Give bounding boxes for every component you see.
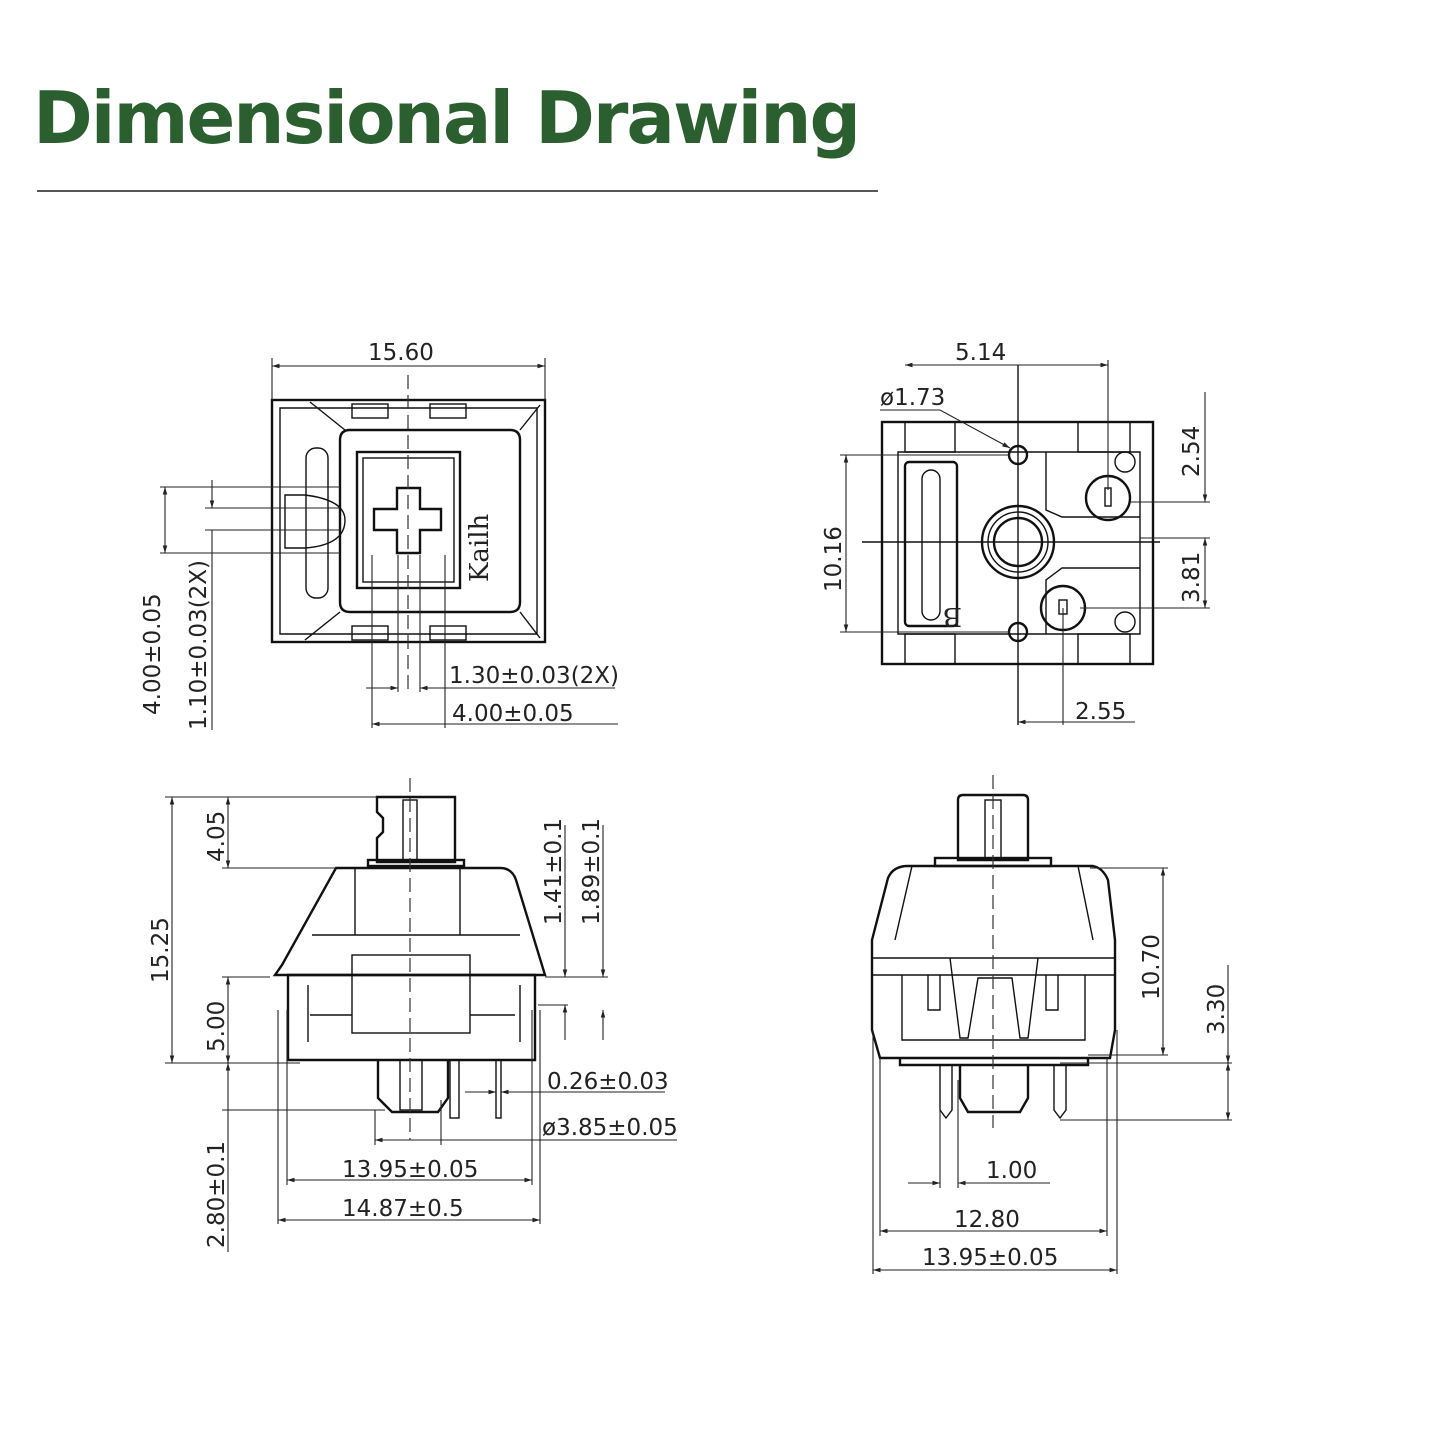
- dim-side-plate-width: 13.95±0.05: [922, 1245, 1058, 1271]
- top-view: Kailh 15.60 4.00±0.05 1.10±0.03(2X) 1.30…: [140, 340, 619, 730]
- dim-bottom-height: 5.00: [204, 1001, 230, 1052]
- dim-left-inner: 1.10±0.03(2X): [186, 560, 212, 730]
- pin1: [1104, 487, 1112, 507]
- clip-top-left: [904, 421, 956, 453]
- front-view: 15.25 4.05 5.00 2.80±0.1 1.41±0.1 1.89±0…: [148, 778, 678, 1252]
- dim-pin-width: 0.26±0.03: [547, 1069, 669, 1095]
- top-housing: [338, 428, 522, 614]
- page-title: Dimensional Drawing: [33, 76, 861, 160]
- clip-top-right: [1077, 421, 1131, 453]
- dim-pin-height: 3.30: [1204, 984, 1230, 1035]
- dim-bottom-inner: 1.30±0.03(2X): [449, 663, 619, 689]
- dim-pin-offset-x: 5.14: [955, 340, 1006, 366]
- base-plate: [898, 1058, 1090, 1067]
- led-slot-inner: [921, 469, 941, 621]
- latch-slot: [429, 625, 467, 641]
- dim-bottom-outer: 4.00±0.05: [452, 701, 574, 727]
- corner-chamfers: [304, 401, 541, 641]
- led-window: [284, 494, 346, 549]
- pin-pockets: [1045, 452, 1140, 634]
- pin-left: [939, 1065, 953, 1120]
- center-post: [958, 1065, 1030, 1114]
- dim-base-width: 12.80: [954, 1207, 1020, 1233]
- stem: [375, 795, 457, 864]
- clip-bottom-right: [1077, 633, 1131, 665]
- dim-left-outer: 4.00±0.05: [140, 593, 166, 715]
- cross-stem: [372, 486, 443, 555]
- bottom-housing: [286, 973, 537, 1062]
- stem-collar: [366, 858, 466, 868]
- side-view: 10.70 3.30 1.00 12.80 13.95±0.05: [870, 775, 1232, 1274]
- bottom-mark: B: [943, 601, 962, 631]
- dim-width: 15.60: [368, 340, 434, 366]
- center-window: [351, 954, 471, 1034]
- dim-stem-height: 4.05: [204, 811, 230, 862]
- clip-detail: [307, 985, 521, 1042]
- dim-clip-1: 1.41±0.1: [541, 818, 567, 925]
- latch-slot: [351, 625, 389, 641]
- dim-total-height: 15.25: [148, 917, 174, 983]
- pin-right: [1053, 1065, 1067, 1120]
- dim-clip-2: 1.89±0.1: [579, 818, 605, 925]
- dim-pin-length: 2.80±0.1: [204, 1141, 230, 1248]
- dim-housing-height: 10.70: [1139, 934, 1165, 1000]
- dim-peg-spacing: 10.16: [821, 526, 847, 592]
- bottom-view: B 5.14 ø1.73 2.54 3.81 10.16 2.55: [821, 340, 1210, 725]
- brand-mark: Kailh: [465, 513, 495, 582]
- housing-ribs: [312, 868, 520, 936]
- dim-post-diameter: ø3.85±0.05: [542, 1115, 678, 1141]
- pin-1: [449, 1059, 460, 1119]
- housing-edges: [872, 865, 1115, 976]
- dim-pin1-offset-y: 2.54: [1179, 426, 1205, 477]
- dim-pin2-offset-x: 2.55: [1075, 699, 1126, 725]
- led-slot: [305, 447, 329, 599]
- dim-hole-diameter: ø1.73: [880, 385, 945, 411]
- dim-pin2-offset-y: 3.81: [1179, 552, 1205, 603]
- dim-plate-width: 13.95±0.05: [342, 1157, 478, 1183]
- dim-pin-gap: 1.00: [986, 1158, 1037, 1184]
- dim-clip-width: 14.87±0.5: [342, 1196, 464, 1222]
- title-divider: [37, 190, 878, 192]
- clip-bottom-left: [904, 633, 956, 665]
- center-post: [376, 1060, 450, 1114]
- latch-slot: [351, 403, 389, 419]
- stem: [956, 793, 1030, 862]
- base-inner: [897, 451, 1141, 635]
- latch-slot: [429, 403, 467, 419]
- led-slot: [903, 460, 959, 628]
- pin-2: [495, 1059, 502, 1119]
